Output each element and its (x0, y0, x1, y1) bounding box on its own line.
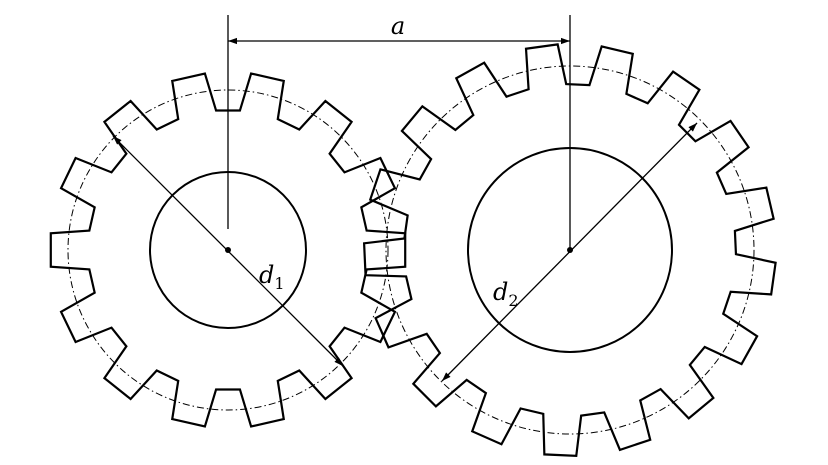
center-distance-dimension: a (227, 12, 571, 249)
diameter-1-arrow (112, 135, 344, 367)
gear-1-center-point (225, 247, 231, 253)
diameter-2-label: d2 (493, 278, 519, 310)
diameter-2-dimension: d2 (441, 122, 698, 382)
gear-2-tooth-outline (362, 43, 777, 458)
diameter-1-label: d1 (259, 261, 285, 293)
gear-1-pitch-circle (67, 89, 389, 411)
diameter-2-arrow (441, 122, 698, 382)
center-distance-label: a (391, 12, 405, 40)
diameter-1-dimension: d1 (112, 135, 344, 367)
gear-1-tooth-outline (49, 72, 407, 428)
